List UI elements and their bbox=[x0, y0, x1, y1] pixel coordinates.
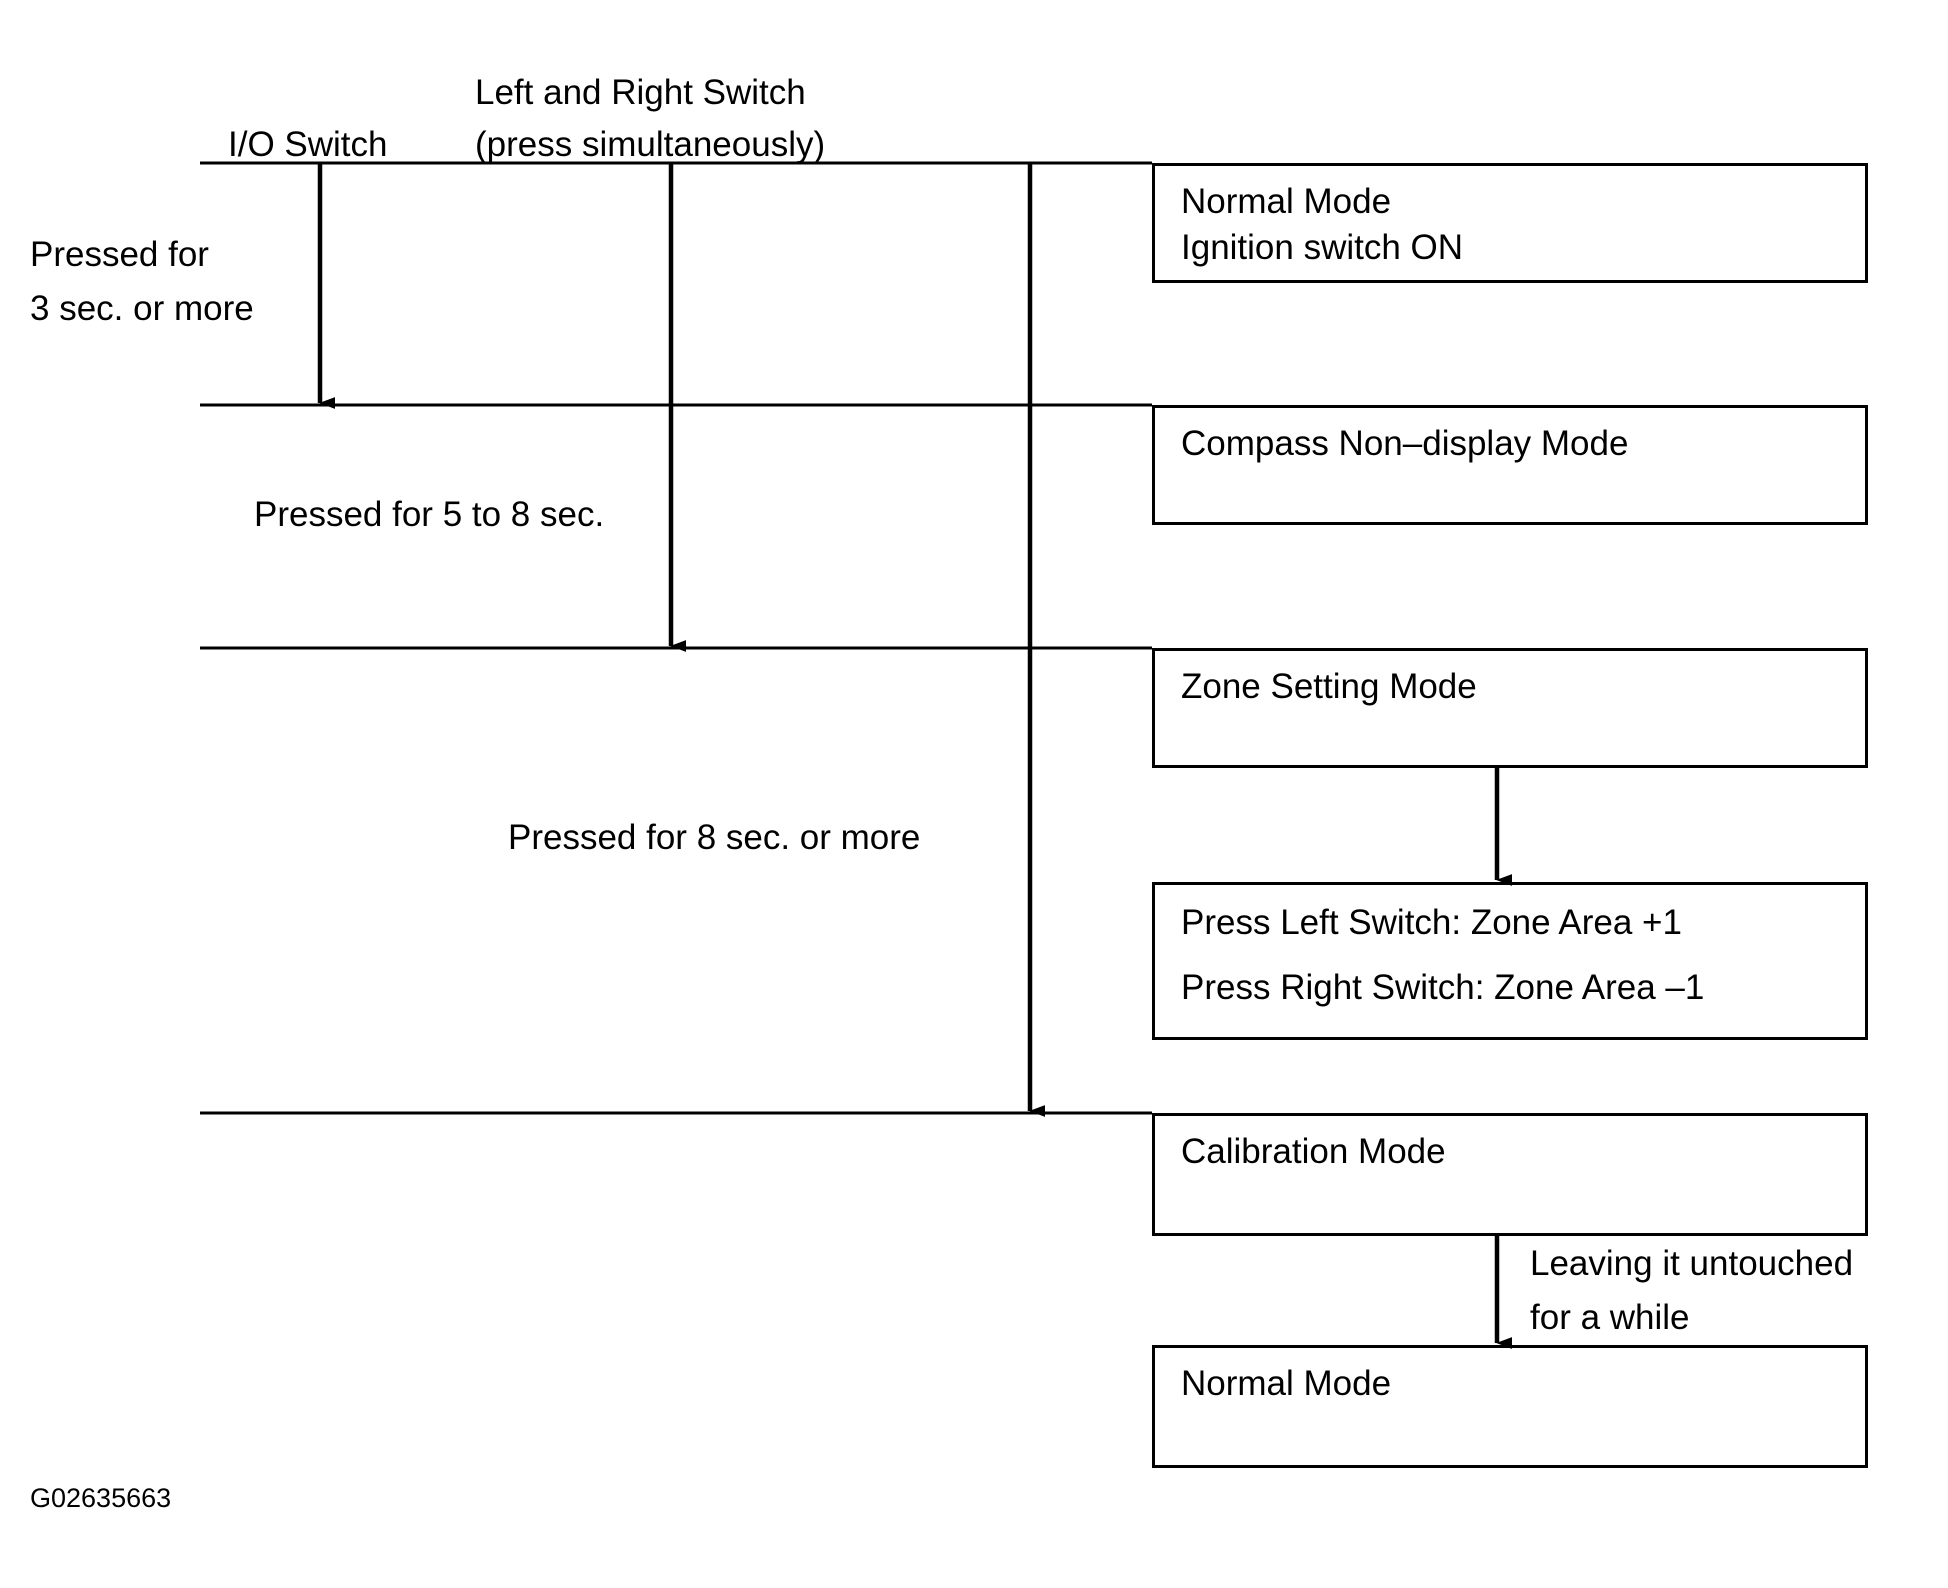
mode-box-compass-non-display-mode-line1: Compass Non–display Mode bbox=[1181, 424, 1629, 463]
mode-box-zone-area-actions-line1: Press Left Switch: Zone Area +1 bbox=[1181, 903, 1682, 942]
mode-box-normal-mode-top: Normal Mode Ignition switch ON bbox=[1152, 163, 1868, 283]
transition-label-leave-untouched-line1: Leaving it untouched bbox=[1530, 1244, 1854, 1283]
column-header-left-right-switch-line2: (press simultaneously) bbox=[475, 125, 826, 164]
transition-label-press-8sec: Pressed for 8 sec. or more bbox=[508, 818, 921, 857]
mode-box-zone-setting-mode: Zone Setting Mode bbox=[1152, 648, 1868, 768]
column-header-io-switch: I/O Switch bbox=[228, 125, 388, 164]
mode-box-normal-mode-bottom: Normal Mode bbox=[1152, 1345, 1868, 1468]
mode-box-calibration-mode-line1: Calibration Mode bbox=[1181, 1132, 1446, 1171]
mode-box-zone-setting-mode-line1: Zone Setting Mode bbox=[1181, 667, 1477, 706]
mode-box-normal-mode-bottom-line1: Normal Mode bbox=[1181, 1364, 1392, 1403]
figure-id: G02635663 bbox=[30, 1483, 172, 1513]
mode-box-zone-area-actions-line2: Press Right Switch: Zone Area –1 bbox=[1181, 968, 1705, 1007]
column-header-left-right-switch-line1: Left and Right Switch bbox=[475, 73, 806, 112]
mode-box-zone-area-actions: Press Left Switch: Zone Area +1 Press Ri… bbox=[1152, 882, 1868, 1040]
mode-box-normal-mode-top-line2: Ignition switch ON bbox=[1181, 228, 1464, 267]
transition-label-press-3sec-line2: 3 sec. or more bbox=[30, 289, 254, 328]
transition-label-press-5to8sec: Pressed for 5 to 8 sec. bbox=[254, 495, 605, 534]
transition-label-leave-untouched-line2: for a while bbox=[1530, 1298, 1690, 1337]
mode-box-calibration-mode: Calibration Mode bbox=[1152, 1113, 1868, 1236]
mode-box-normal-mode-top-line1: Normal Mode bbox=[1181, 182, 1392, 221]
transition-label-press-3sec-line1: Pressed for bbox=[30, 235, 209, 274]
mode-box-compass-non-display-mode: Compass Non–display Mode bbox=[1152, 405, 1868, 525]
